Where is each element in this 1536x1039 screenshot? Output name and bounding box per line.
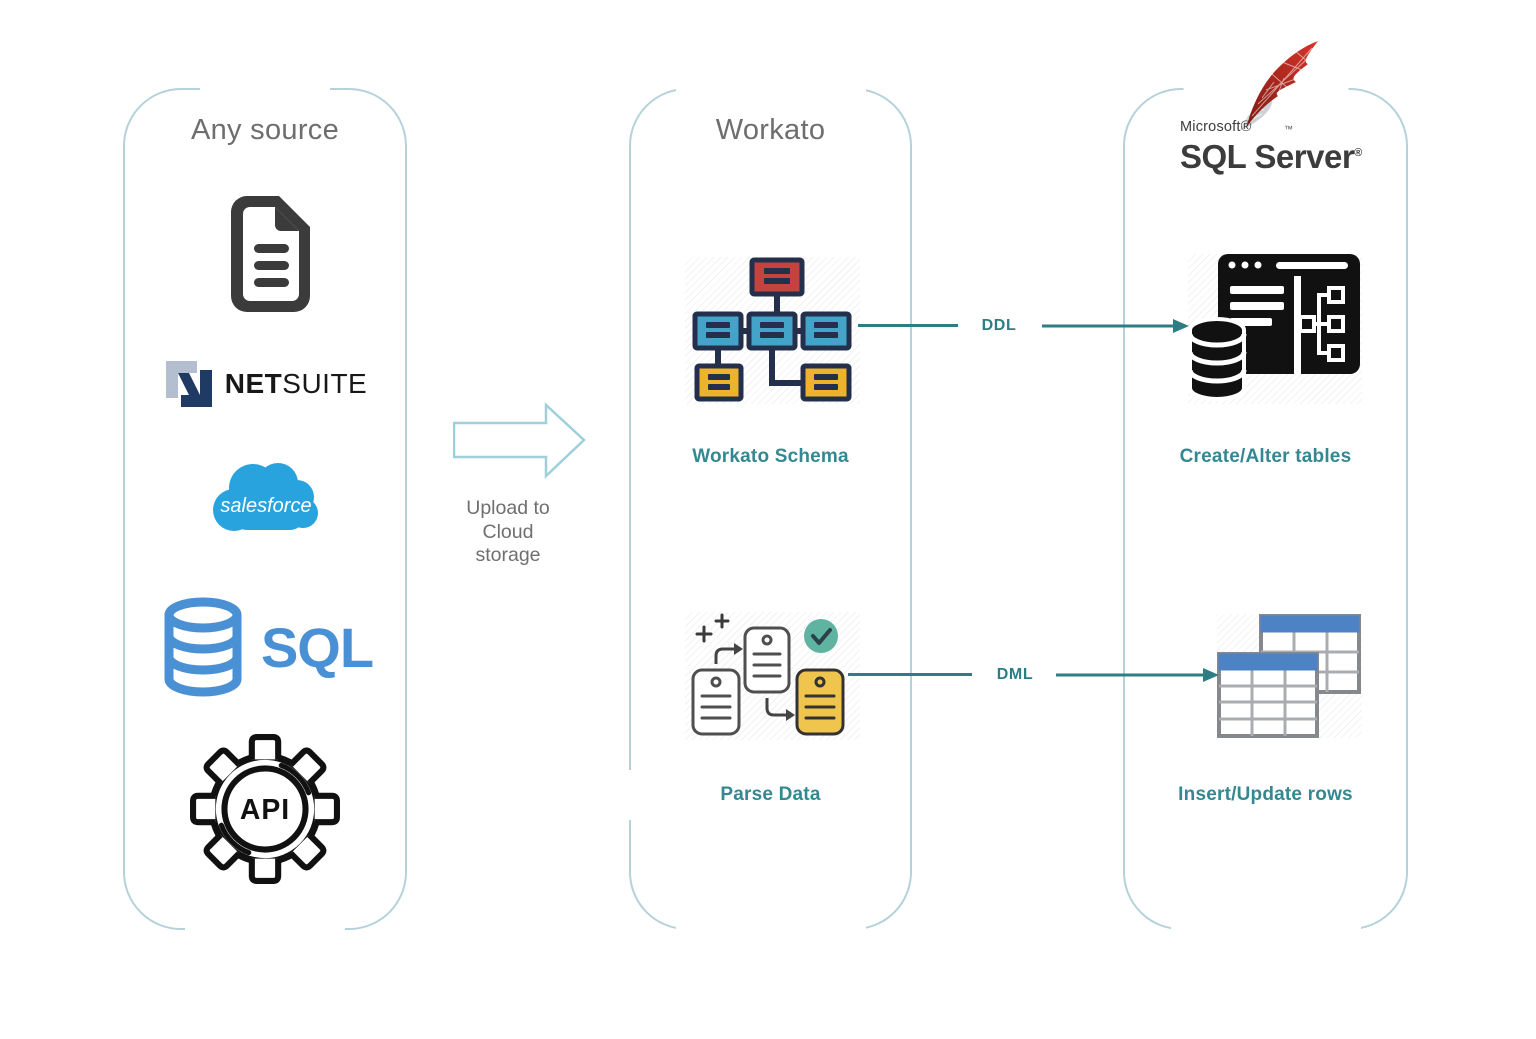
upload-to-cloud-storage-label: Upload to Cloud storage	[466, 497, 550, 566]
ddl-line	[858, 324, 958, 327]
insert-update-rows-label: Insert/Update rows	[1178, 784, 1353, 805]
microsoft-text: Microsoft®	[1180, 119, 1252, 135]
create-alter-tables-icon	[1187, 254, 1362, 404]
upload-block-arrow-icon	[453, 402, 586, 479]
tables-icon	[1217, 614, 1361, 738]
dml-line	[848, 673, 972, 676]
panel-border-gap	[1170, 925, 1361, 931]
dml-arrow-icon	[1056, 668, 1219, 682]
create-alter-tables-label: Create/Alter tables	[1179, 446, 1352, 467]
sql-server-wordmark: Microsoft® SQL Server®	[1180, 119, 1362, 175]
panel-border-gap	[200, 87, 330, 93]
api-wordmark: API	[240, 794, 290, 826]
ddl-label: DDL	[981, 317, 1017, 334]
check-circle-icon	[804, 619, 838, 653]
document-icon	[231, 196, 310, 312]
netsuite-wordmark: NETSUITE	[225, 368, 367, 400]
sql-database-logo: SQL	[125, 596, 405, 698]
schema-tree-icon	[692, 257, 852, 402]
workato-schema-label: Workato Schema	[692, 446, 849, 467]
workato-title: Workato	[715, 114, 826, 146]
netsuite-wordmark-bold: NET	[224, 368, 283, 399]
parse-data-icon	[685, 612, 860, 740]
panel-border-gap	[675, 925, 866, 931]
database-window-icon	[1187, 254, 1360, 401]
dml-label: DML	[996, 666, 1034, 683]
netsuite-icon	[165, 361, 212, 407]
insert-update-rows-icon	[1217, 614, 1362, 738]
sql-wordmark: SQL	[260, 615, 374, 679]
registered-mark: ®	[1354, 147, 1362, 159]
panel-border-gap	[675, 87, 866, 93]
database-cylinder-icon	[164, 597, 242, 697]
ddl-arrow-icon	[1042, 319, 1189, 333]
panel-workato: Workato	[628, 87, 912, 931]
netsuite-logo: NETSUITE	[125, 358, 405, 410]
salesforce-wordmark: salesforce	[220, 495, 311, 517]
netsuite-wordmark-light: SUITE	[282, 368, 368, 399]
panel-any-source: Any source NETSUITE	[123, 87, 407, 931]
sql-server-swoosh-icon	[1240, 41, 1318, 130]
any-source-title: Any source	[190, 114, 340, 146]
workato-schema-icon	[685, 257, 860, 404]
parse-documents-icon	[691, 613, 845, 736]
salesforce-cloud-logo: salesforce	[213, 463, 318, 531]
trademark-mark: ™	[1284, 124, 1293, 134]
panel-sql-server: Create/Alter tables Insert/Update rows	[1123, 87, 1408, 931]
api-gear-icon: API	[190, 734, 340, 884]
panel-border-gap	[185, 925, 345, 931]
sql-server-product-text: SQL Server®	[1180, 138, 1362, 175]
parse-data-label: Parse Data	[720, 784, 821, 805]
panel-border-gap	[628, 770, 634, 820]
